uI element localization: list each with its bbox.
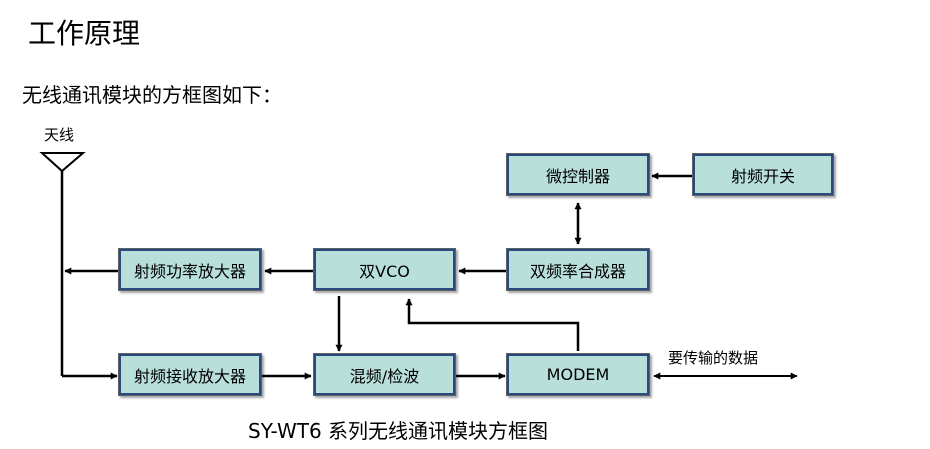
block-mixer-detector: 混频/检波 [313,353,456,396]
antenna-label: 天线 [44,126,75,144]
block-rf-receive-amplifier: 射频接收放大器 [118,353,262,396]
block-microcontroller: 微控制器 [506,153,650,196]
diagram-caption: SY-WT6 系列无线通讯模块方框图 [248,419,549,443]
arrow-modem-to-vco [405,298,580,351]
block-rf-switch: 射频开关 [692,153,834,196]
block-dual-vco: 双VCO [313,248,456,291]
intro-text: 无线通讯模块的方框图如下： [22,83,282,107]
block-dual-frequency-synthesizer: 双频率合成器 [506,248,650,291]
block-modem: MODEM [506,353,650,396]
antenna-icon [39,152,86,173]
block-rf-power-amplifier: 射频功率放大器 [118,248,262,291]
page-title: 工作原理 [28,17,141,50]
data-label: 要传输的数据 [668,349,759,367]
